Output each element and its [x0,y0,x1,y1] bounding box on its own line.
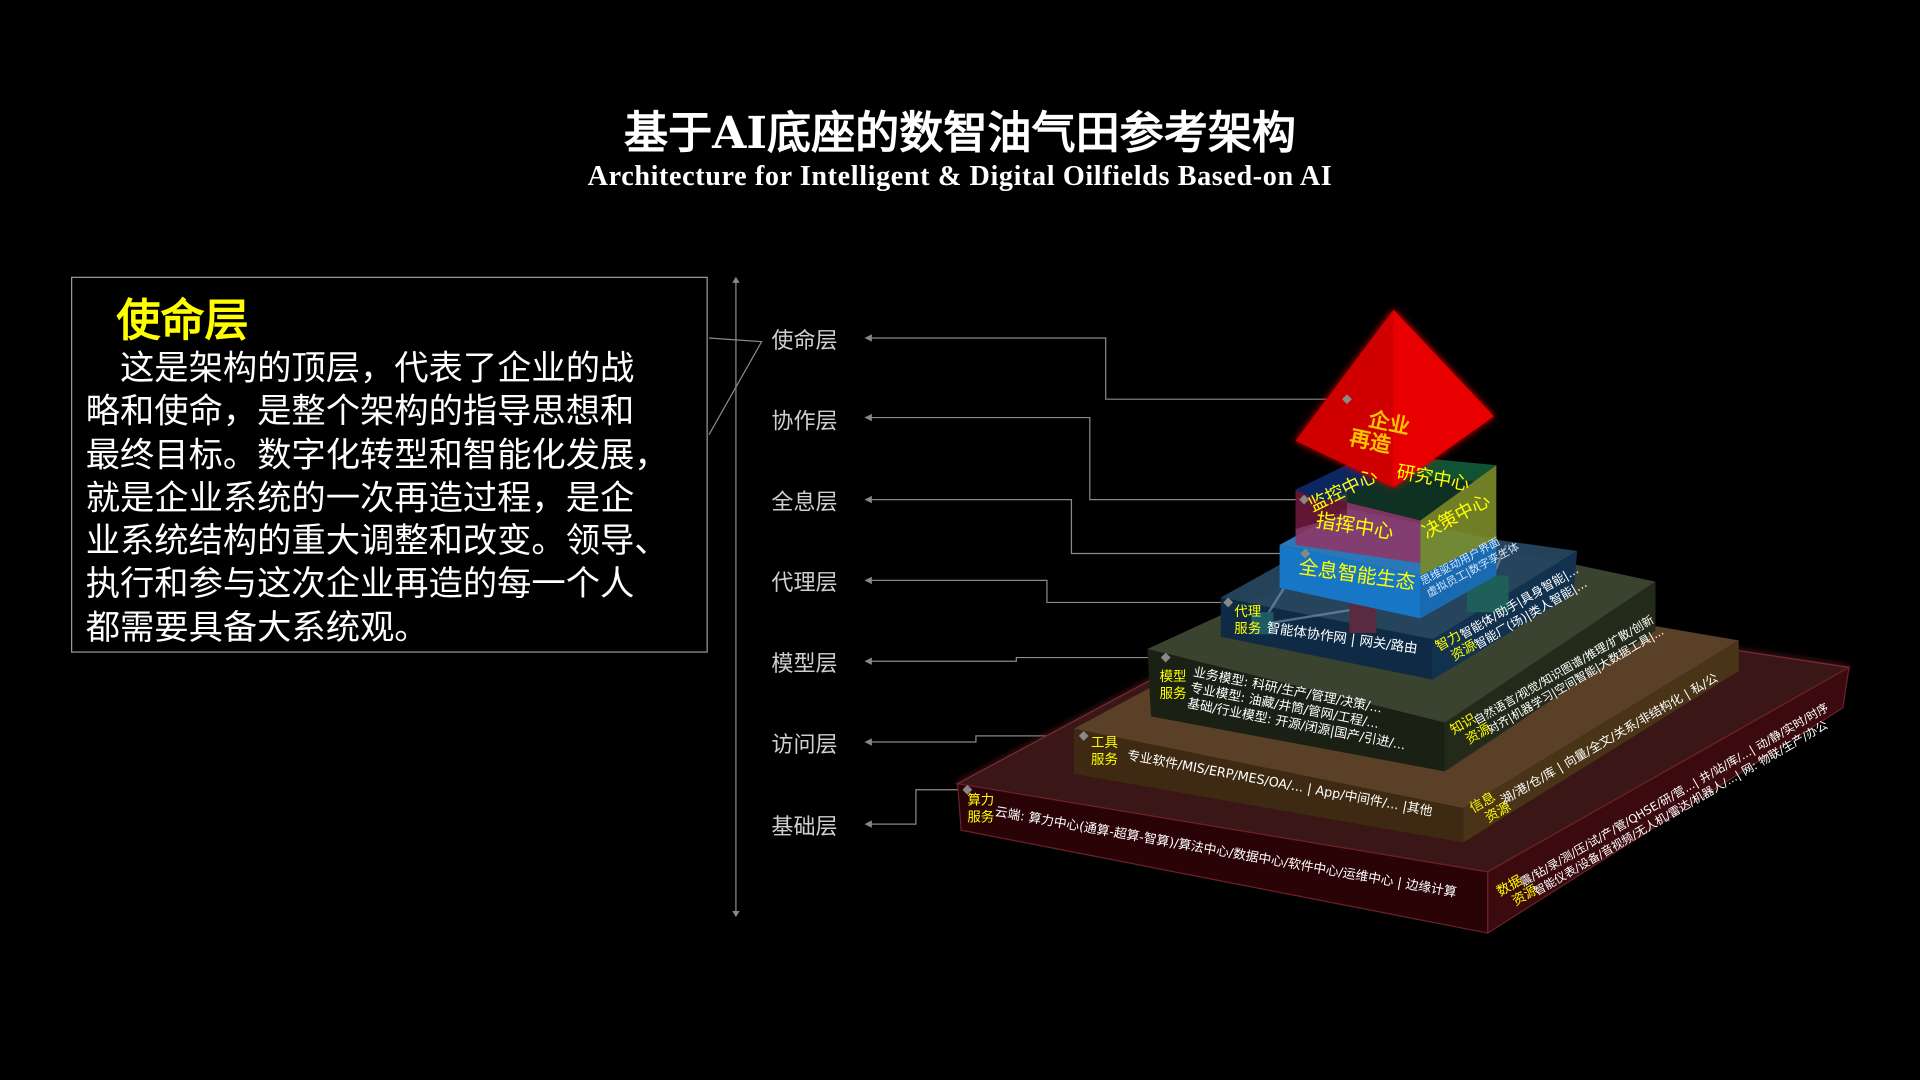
connector-mission [866,337,1347,400]
connector-agent [866,579,1229,604]
tool-tag: 服务 [1091,752,1118,768]
description-line: 业系统结构的重大调整和改变。领导、 [85,520,669,562]
description-line: 最终目标。数字化转型和智能化发展， [85,434,669,475]
agent-node-icon [1251,612,1274,635]
layer-label-collab: 协作层 [771,408,838,435]
description-line: 都需要具备大系统观。 [85,607,429,648]
connector-markers [732,276,872,918]
base-tag: 算力 [967,792,994,808]
tool-tag: 工具 [1091,736,1118,751]
layer-label-access: 访问层 [771,732,838,758]
layer-label-agent: 代理层 [771,570,838,597]
axis-arrow-bottom [732,911,740,918]
description-line: 这是架构的顶层，代表了企业的战 [85,347,635,389]
agent-tag: 服务 [1234,621,1261,637]
box-connector [708,337,763,435]
page-subtitle: Architecture for Intelligent & Digital O… [587,160,1333,192]
description-box: 使命层 这是架构的顶层，代表了企业的战 略和使命，是整个架构的指导思想和 最终目… [71,276,708,653]
connector-collab [866,416,1305,501]
description-line: 执行和参与这次企业再造的每一个人 [85,563,635,605]
model-tag: 服务 [1160,686,1187,702]
layer-label-model: 模型层 [771,651,838,678]
connector-model [866,656,1166,662]
connector-holo [866,498,1306,555]
layer-label-base: 基础层 [771,814,838,841]
agent-node-icon [1349,603,1377,634]
connector-base [866,789,968,825]
layer-label-mission: 使命层 [771,328,838,354]
layer-label-holo: 全息层 [771,489,838,516]
page-title: 基于AI底座的数智油气田参考架构 [624,107,1296,160]
description-heading: 使命层 [116,296,249,347]
description-text: 这是架构的顶层，代表了企业的战 略和使命，是整个架构的指导思想和 最终目标。数字… [86,347,669,650]
connector-access [866,735,1084,743]
model-tag: 模型 [1160,669,1187,685]
description-line: 就是企业系统的一次再造过程，是企 [85,477,635,518]
connector-lines [708,281,1347,913]
agent-tag: 代理 [1234,604,1261,620]
base-tag: 服务 [967,810,994,826]
description-line: 略和使命，是整个架构的指导思想和 [85,390,635,432]
axis-arrow-top [732,276,740,283]
